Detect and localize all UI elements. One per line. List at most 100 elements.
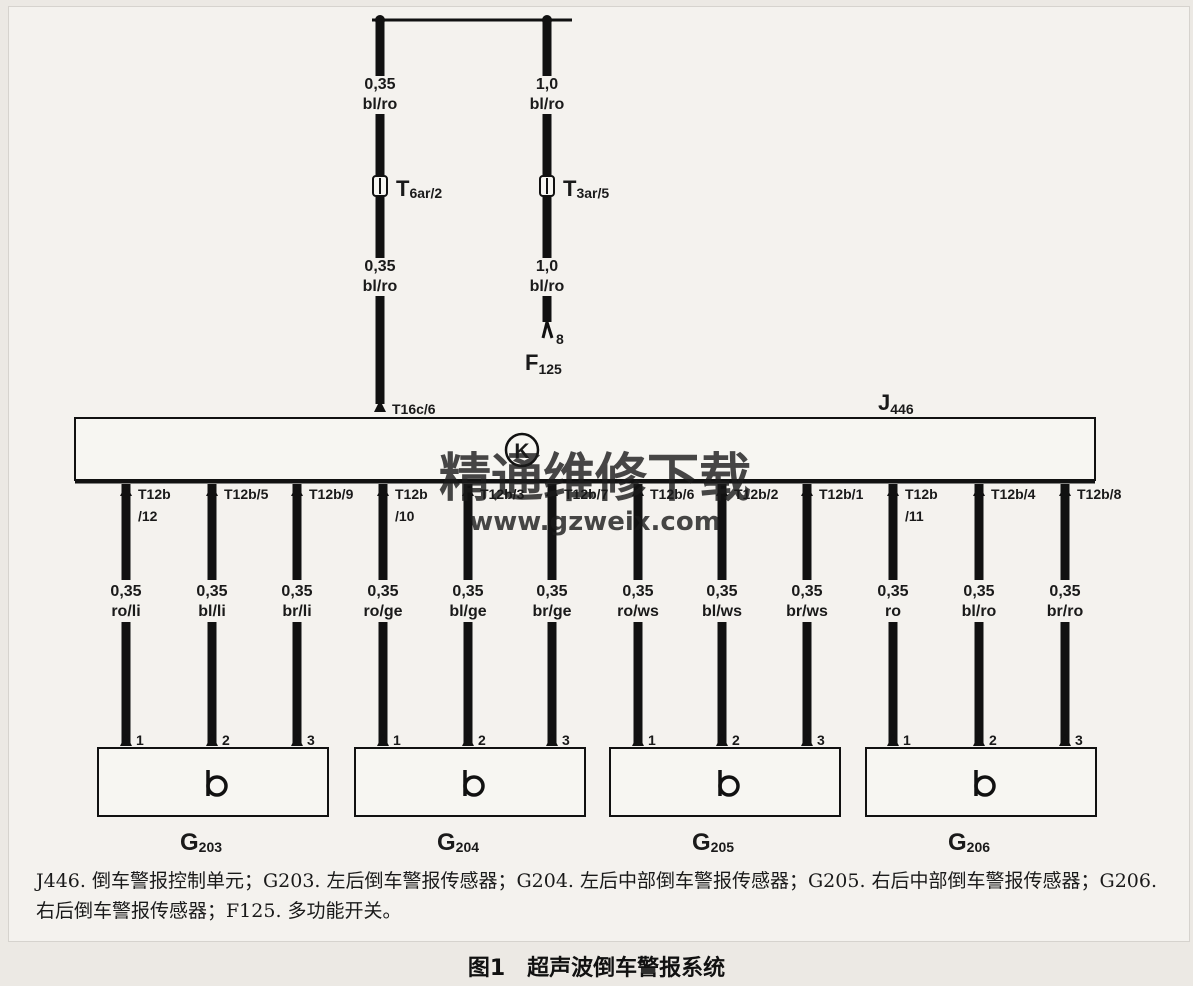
pin-arrow-bottom-5: [546, 734, 558, 746]
sensor-wire-size-11: 0,35: [1049, 583, 1080, 600]
top-connectors: 0,35bl/roT6ar/20,35bl/roT16c/61,0bl/roT3…: [363, 20, 609, 417]
sensor-wire-size-3: 0,35: [367, 583, 398, 600]
sensor-pin-number-4: 2: [478, 732, 486, 748]
sensor-box-206: [865, 747, 1097, 817]
sensor-box-205: [609, 747, 841, 817]
sensor-wire-size-0: 0,35: [110, 583, 141, 600]
sensor-wire-color-11: br/ro: [1047, 603, 1084, 620]
sensor-label-205: G205: [692, 829, 734, 856]
sensor-label-206: G206: [948, 829, 990, 856]
sensor-wire-size-4: 0,35: [452, 583, 483, 600]
sensor-wire-size-5: 0,35: [536, 583, 567, 600]
pin-arrow-top-11: [1059, 484, 1071, 496]
sensor-wire-color-8: br/ws: [786, 603, 828, 620]
control-unit-box: [74, 417, 1096, 481]
sensor-pin-number-7: 2: [732, 732, 740, 748]
legend-text: J446. 倒车警报控制单元；G203. 左后倒车警报传感器；G204. 左后中…: [36, 870, 1158, 922]
sensor-wire-color-3: ro/ge: [363, 603, 402, 620]
sensor-wire-size-10: 0,35: [963, 583, 994, 600]
sensor-wire-color-5: br/ge: [532, 603, 571, 620]
figure-caption: 图1 超声波倒车警报系统: [0, 950, 1193, 982]
control-unit-symbol-letter: K: [514, 440, 529, 463]
pin-label-3: T12b: [395, 486, 428, 502]
sensor-wire-color-10: bl/ro: [962, 603, 997, 620]
pin-arrow-top-9: [887, 484, 899, 496]
pin-label-0: T12b: [138, 486, 171, 502]
sensor-wire-size-1: 0,35: [196, 583, 227, 600]
pin-label-10: T12b/4: [991, 486, 1036, 502]
wire-color-top-right: bl/ro: [530, 96, 565, 113]
pin-arrow-bottom-10: [973, 734, 985, 746]
pin-arrow-top-6: [632, 484, 644, 496]
sensor-pin-number-11: 3: [1075, 732, 1083, 748]
watermark: 精通维修下载 www.gzweix.com: [439, 449, 751, 537]
pin-arrow-bottom-6: [632, 734, 644, 746]
sensor-label-203: G203: [180, 829, 222, 856]
connector-label-right: T3ar/5: [563, 176, 609, 201]
sensor-pin-number-5: 3: [562, 732, 570, 748]
pin-label-11: T12b/8: [1077, 486, 1122, 502]
sensor-box-203: [97, 747, 329, 817]
figure-title: 超声波倒车警报系统: [527, 956, 726, 981]
sensor-wire-size-2: 0,35: [281, 583, 312, 600]
watermark-line1: 精通维修下载: [439, 449, 751, 509]
figure-number: 图1: [467, 956, 506, 981]
pin-arrow-bottom-8: [801, 734, 813, 746]
sensor-pin-number-3: 1: [393, 732, 401, 748]
pin-label-7: T12b/2: [734, 486, 779, 502]
pin-arrow-bottom-1: [206, 734, 218, 746]
pin-arrow-top-3: [377, 484, 389, 496]
connector-label-left: T6ar/2: [396, 176, 442, 201]
sensor-wires: T12b/120,35ro/li1T12b/50,35bl/li2T12b/90…: [110, 484, 1122, 748]
sensor-pin-number-9: 1: [903, 732, 911, 748]
pin-arrow-top-2: [291, 484, 303, 496]
sensor-pin-number-0: 1: [136, 732, 144, 748]
sensor-wire-color-9: ro: [885, 603, 901, 620]
sensor-pin-number-2: 3: [307, 732, 315, 748]
pin-arrow-top-10: [973, 484, 985, 496]
sensor-label-204: G204: [437, 829, 479, 856]
sensor-wire-color-0: ro/li: [111, 603, 140, 620]
pin-label-1: T12b/5: [224, 486, 269, 502]
sensor-wire-color-2: br/li: [282, 603, 311, 620]
pin-arrow-bottom-4: [462, 734, 474, 746]
switch-label: F125: [525, 350, 562, 377]
pin-arrow-bottom-0: [120, 734, 132, 746]
sensor-pin-number-10: 2: [989, 732, 997, 748]
pin-label-8: T12b/1: [819, 486, 864, 502]
pin-arrow-top-1: [206, 484, 218, 496]
sensors: G203 G204 G205 G206: [97, 747, 1097, 856]
pin-label-sub-0: /12: [138, 508, 158, 524]
control-unit-label: J446: [878, 390, 914, 417]
pin-arrow-top-8: [801, 484, 813, 496]
switch-pin-number: 8: [556, 331, 564, 347]
switch-contact-icon: [541, 316, 554, 339]
pin-label-6: T12b/6: [650, 486, 695, 502]
sensor-wire-size-9: 0,35: [877, 583, 908, 600]
sensor-pin-number-8: 3: [817, 732, 825, 748]
wire-color-bottom-right: bl/ro: [530, 278, 565, 295]
pin-arrow-bottom-9: [887, 734, 899, 746]
control-unit-symbol: [504, 432, 540, 468]
sensor-wire-color-6: ro/ws: [617, 603, 659, 620]
pin-label-t16c: T16c/6: [392, 401, 436, 417]
sensor-wire-color-1: bl/li: [198, 603, 226, 620]
sensor-wire-size-8: 0,35: [791, 583, 822, 600]
pin-label-2: T12b/9: [309, 486, 354, 502]
pin-arrow-bottom-2: [291, 734, 303, 746]
pin-label-sub-3: /10: [395, 508, 415, 524]
pin-label-9: T12b: [905, 486, 938, 502]
sensor-pin-number-1: 2: [222, 732, 230, 748]
wire-size-top-right: 1,0: [536, 76, 558, 93]
pin-label-4: T12b/3: [480, 486, 525, 502]
pin-label-sub-9: /11: [905, 508, 924, 524]
sensor-box-204: [354, 747, 586, 817]
pin-label-5: T12b/7: [564, 486, 609, 502]
sensor-wire-size-7: 0,35: [706, 583, 737, 600]
pin-arrow-bottom-7: [716, 734, 728, 746]
watermark-line2: www.gzweix.com: [469, 507, 721, 537]
pin-arrow-top-7: [716, 484, 728, 496]
pin-arrow-t16c: [374, 400, 386, 412]
wire-size-top-left: 0,35: [364, 76, 395, 93]
